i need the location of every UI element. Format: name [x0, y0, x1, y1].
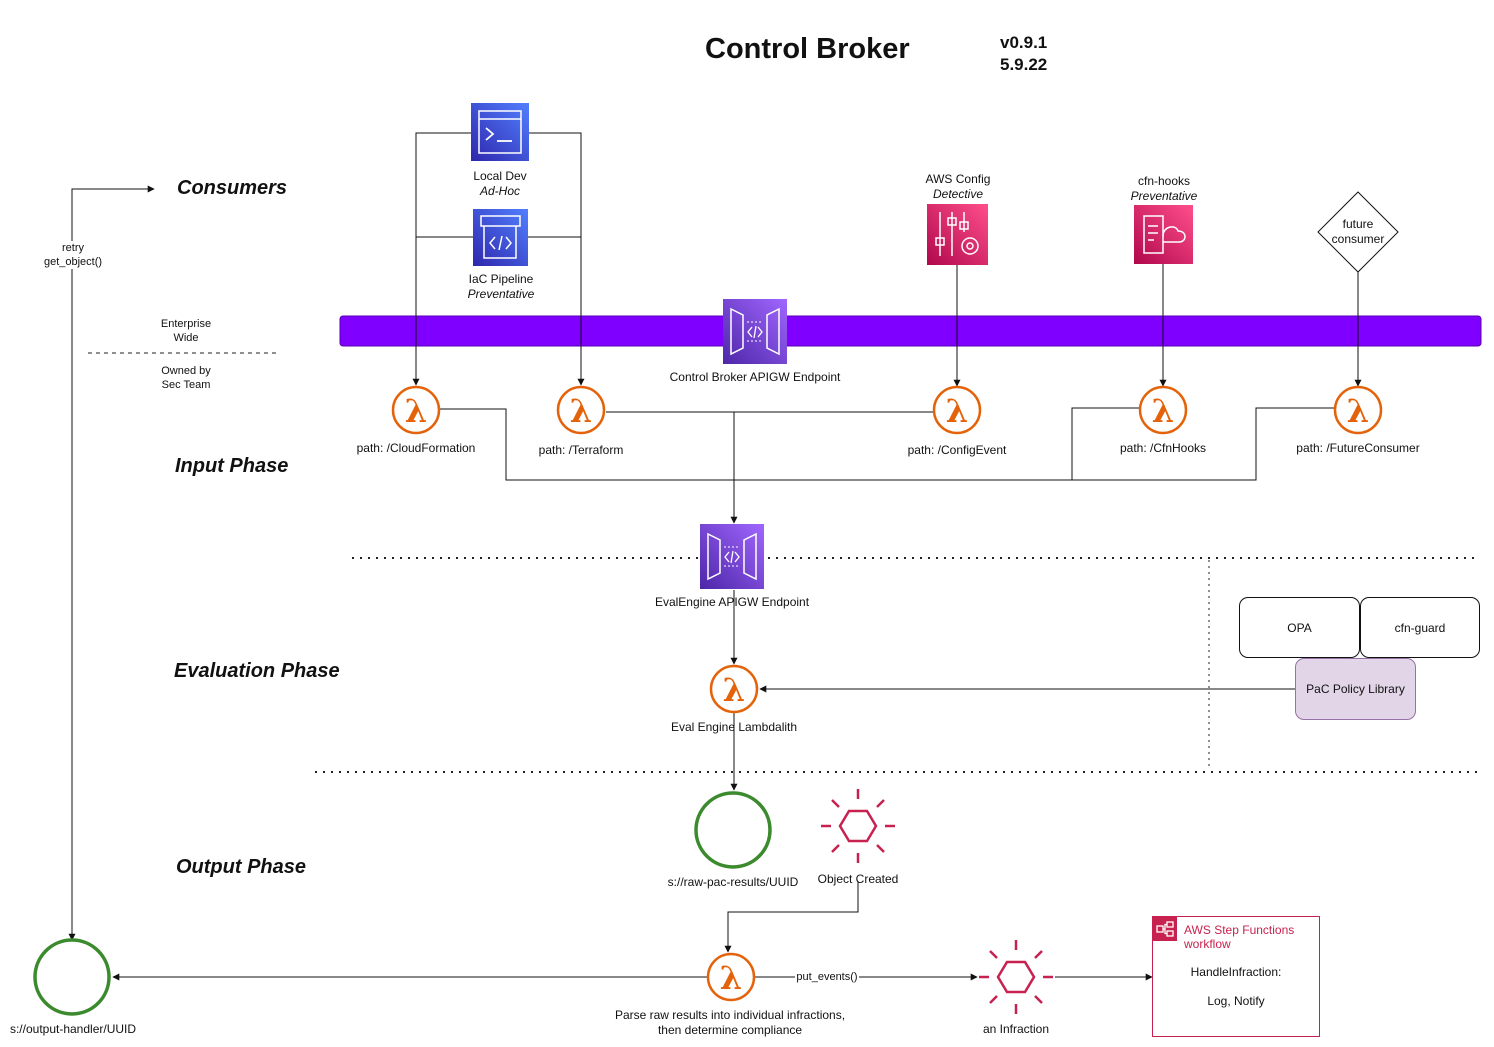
evalengine-apigw-icon[interactable]: [700, 524, 764, 589]
evalengine-endpoint-label: EvalEngine APIGW Endpoint: [654, 595, 810, 609]
lambda-configevent-icon[interactable]: λ: [932, 385, 982, 435]
cfnhooks-path-label: path: /CfnHooks: [1119, 441, 1207, 455]
parse-line1: Parse raw results into individual infrac…: [614, 1008, 846, 1022]
iac-pipeline-label: IaC Pipeline Preventative: [441, 272, 561, 302]
terminal-icon[interactable]: [471, 103, 529, 161]
object-created-event-icon[interactable]: [821, 789, 895, 863]
cfn-hooks-label: cfn-hooks Preventative: [1104, 174, 1224, 204]
future-consumer-label: future consumer: [1318, 217, 1398, 247]
page-title: Control Broker: [705, 33, 910, 65]
consumers-heading: Consumers: [177, 177, 288, 199]
output-handler-bucket-label: s://output-handler/UUID: [9, 1022, 137, 1036]
step-functions-icon: [1153, 917, 1177, 941]
date-label: 5.9.22: [1000, 55, 1048, 74]
step-functions-line1: AWS Step Functions: [1184, 923, 1295, 937]
raw-results-bucket-label: s://raw-pac-results/UUID: [667, 875, 799, 889]
cfn-hooks-mode: Preventative: [1130, 189, 1198, 203]
step-functions-line2: workflow: [1184, 937, 1231, 951]
svg-text:λ: λ: [1347, 392, 1369, 430]
event-bus-bar: [339, 315, 1482, 347]
control-broker-apigw-icon[interactable]: [723, 299, 787, 364]
aws-config-mode: Detective: [932, 187, 984, 201]
lambda-terraform-icon[interactable]: λ: [556, 385, 606, 435]
evaluation-phase-heading: Evaluation Phase: [174, 660, 340, 682]
svg-text:λ: λ: [723, 671, 745, 709]
retry-label: retry get_object(): [38, 241, 108, 269]
log-notify-label: Log, Notify: [1207, 994, 1265, 1008]
cfn-guard-box[interactable]: cfn-guard: [1360, 597, 1480, 658]
eval-engine-label: Eval Engine Lambdalith: [670, 720, 798, 734]
raw-results-bucket-icon[interactable]: [694, 791, 772, 869]
aws-config-label: AWS Config Detective: [898, 172, 1018, 202]
svg-text:λ: λ: [1152, 392, 1174, 430]
enterprise-line2: Wide: [173, 332, 199, 344]
version-label: v0.9.1: [1000, 33, 1048, 52]
retry-line1: retry: [62, 242, 84, 254]
local-dev-name: Local Dev: [473, 169, 527, 183]
iac-pipeline-mode: Preventative: [467, 287, 535, 301]
output-handler-bucket-icon[interactable]: [33, 938, 111, 1016]
lambda-futureconsumer-icon[interactable]: λ: [1333, 385, 1383, 435]
infraction-event-icon[interactable]: [979, 940, 1053, 1014]
enterprise-wide-label: Enterprise Wide: [146, 317, 226, 345]
future-line1: future: [1342, 217, 1374, 231]
svg-text:λ: λ: [570, 392, 592, 430]
future-consumer-diamond[interactable]: [1317, 191, 1399, 273]
svg-text:λ: λ: [720, 959, 742, 997]
owned-by-label: Owned by Sec Team: [146, 364, 226, 392]
terraform-path-label: path: /Terraform: [538, 443, 624, 457]
lambda-parse-results-icon[interactable]: λ: [706, 952, 756, 1002]
cloudformation-hooks-icon[interactable]: [1134, 205, 1193, 264]
lambda-cfnhooks-icon[interactable]: λ: [1138, 385, 1188, 435]
code-build-icon[interactable]: [473, 209, 528, 266]
cloudformation-path-label: path: /CloudFormation: [356, 441, 476, 455]
owned-line1: Owned by: [161, 365, 211, 377]
handle-infraction-label: HandleInfraction:: [1190, 965, 1282, 979]
local-dev-mode: Ad-Hoc: [479, 184, 520, 198]
enterprise-line1: Enterprise: [160, 318, 212, 330]
step-functions-title: AWS Step Functions workflow: [1184, 923, 1294, 951]
owned-line2: Sec Team: [161, 379, 211, 391]
lambda-eval-engine-icon[interactable]: λ: [709, 664, 759, 714]
pac-policy-library-box[interactable]: PaC Policy Library: [1295, 658, 1416, 720]
cfn-hooks-name: cfn-hooks: [1137, 174, 1191, 188]
aws-config-name: AWS Config: [925, 172, 991, 186]
lambda-cloudformation-icon[interactable]: λ: [391, 385, 441, 435]
output-phase-heading: Output Phase: [176, 856, 307, 878]
svg-text:λ: λ: [946, 392, 968, 430]
input-phase-heading: Input Phase: [175, 455, 289, 477]
consumer-connectors: [412, 132, 1362, 387]
aws-config-icon[interactable]: [927, 204, 988, 265]
parse-results-label: Parse raw results into individual infrac…: [590, 1008, 870, 1038]
parse-line2: then determine compliance: [657, 1023, 803, 1037]
opa-box[interactable]: OPA: [1239, 597, 1360, 658]
retry-line2: get_object(): [43, 256, 103, 268]
futureconsumer-path-label: path: /FutureConsumer: [1296, 441, 1420, 455]
control-broker-endpoint-label: Control Broker APIGW Endpoint: [669, 370, 841, 384]
infraction-label: an Infraction: [982, 1022, 1050, 1036]
input-to-eval-connectors: [68, 185, 1335, 981]
iac-pipeline-name: IaC Pipeline: [468, 272, 534, 286]
configevent-path-label: path: /ConfigEvent: [907, 443, 1007, 457]
local-dev-label: Local Dev Ad-Hoc: [440, 169, 560, 199]
svg-text:λ: λ: [405, 392, 427, 430]
object-created-label: Object Created: [817, 872, 899, 886]
future-line2: consumer: [1331, 232, 1385, 246]
step-functions-workflow-box[interactable]: AWS Step Functions workflow HandleInfrac…: [1152, 916, 1320, 1037]
put-events-label: put_events(): [795, 970, 859, 984]
